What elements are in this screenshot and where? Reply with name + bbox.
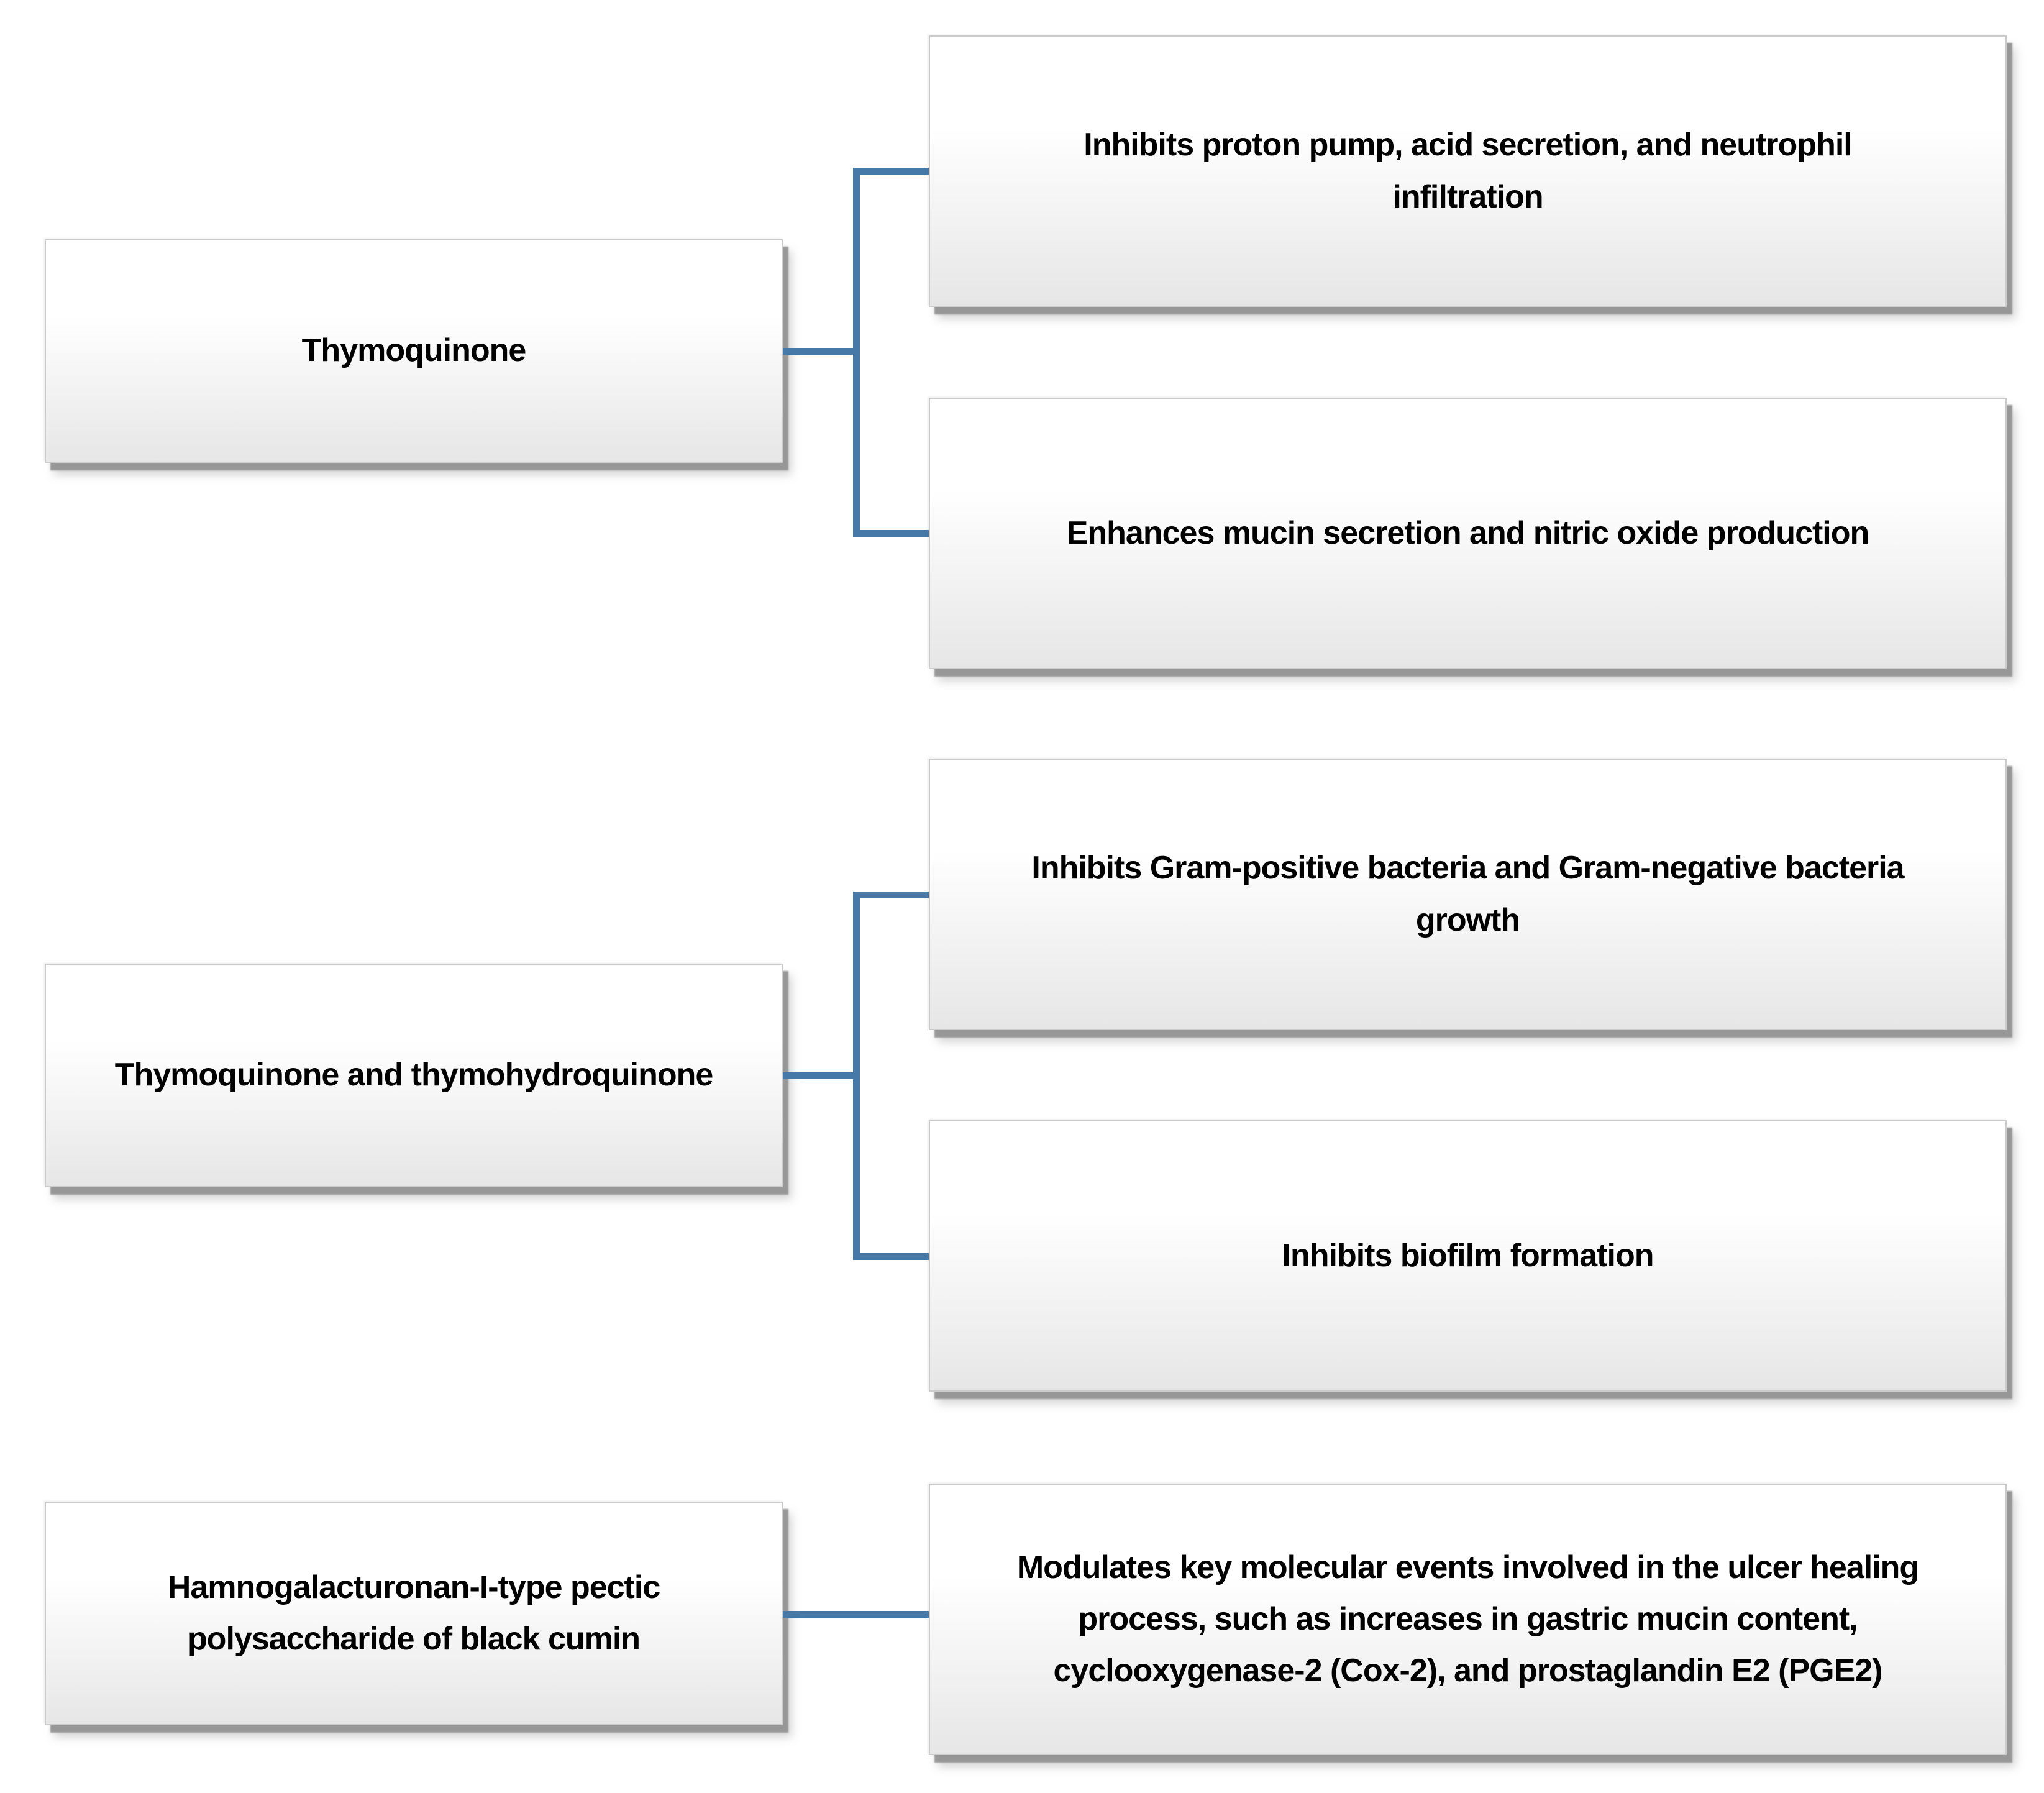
connector-row1-child-top-stub bbox=[853, 168, 929, 175]
connector-row3 bbox=[783, 1611, 929, 1618]
node-pectic-polysaccharide: Hamnogalacturonan-I-type pectic polysacc… bbox=[45, 1502, 783, 1725]
node-modulates-ulcer-healing-label: Modulates key molecular events involved … bbox=[1016, 1549, 1919, 1689]
node-thymoquinone-label: Thymoquinone bbox=[301, 332, 527, 369]
connector-row2-parent-stub bbox=[783, 1072, 856, 1079]
node-enhances-mucin-secretion-label: Enhances mucin secretion and nitric oxid… bbox=[1066, 514, 1870, 551]
node-inhibits-proton-pump-label: Inhibits proton pump, acid secretion, an… bbox=[1084, 127, 1852, 215]
connector-row1-child-bottom-stub bbox=[853, 530, 929, 537]
node-inhibits-proton-pump: Inhibits proton pump, acid secretion, an… bbox=[929, 35, 2007, 307]
node-pectic-polysaccharide-label: Hamnogalacturonan-I-type pectic polysacc… bbox=[167, 1569, 660, 1657]
connector-row2-child-top-stub bbox=[853, 892, 929, 898]
node-inhibits-biofilm-formation-label: Inhibits biofilm formation bbox=[1282, 1237, 1654, 1274]
node-inhibits-gram-bacteria-growth: Inhibits Gram-positive bacteria and Gram… bbox=[929, 759, 2007, 1030]
node-inhibits-biofilm-formation: Inhibits biofilm formation bbox=[929, 1120, 2007, 1392]
node-inhibits-gram-bacteria-growth-label: Inhibits Gram-positive bacteria and Gram… bbox=[1031, 850, 1904, 938]
node-thymoquinone: Thymoquinone bbox=[45, 239, 783, 463]
connector-row2-vertical bbox=[853, 892, 860, 1260]
connector-row2-child-bottom-stub bbox=[853, 1253, 929, 1260]
node-enhances-mucin-secretion: Enhances mucin secretion and nitric oxid… bbox=[929, 398, 2007, 669]
connector-row1-parent-stub bbox=[783, 348, 856, 355]
node-modulates-ulcer-healing: Modulates key molecular events involved … bbox=[929, 1484, 2007, 1755]
node-thymoquinone-and-thymohydroquinone-label: Thymoquinone and thymohydroquinone bbox=[114, 1057, 714, 1093]
connector-row1-vertical bbox=[853, 168, 860, 537]
node-thymoquinone-and-thymohydroquinone: Thymoquinone and thymohydroquinone bbox=[45, 964, 783, 1187]
